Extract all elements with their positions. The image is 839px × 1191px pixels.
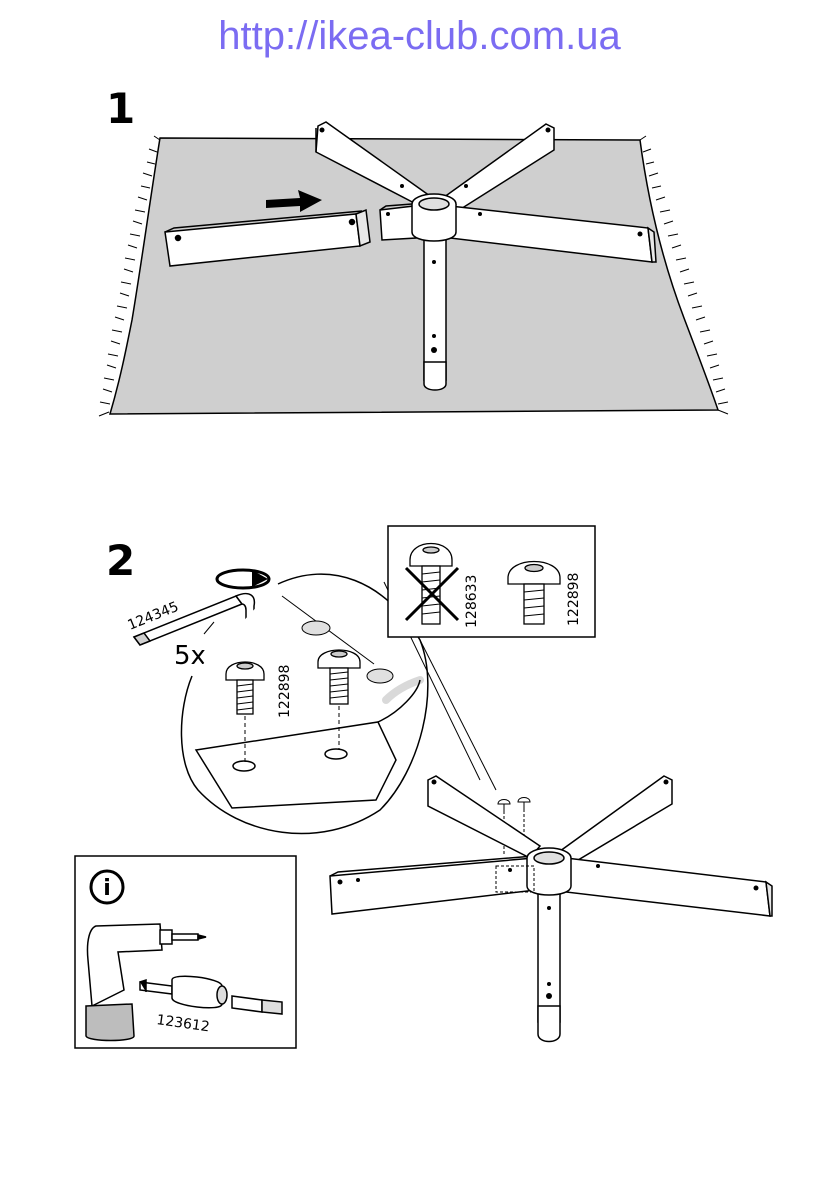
step1-illustration <box>99 122 728 416</box>
info-icon-glyph: i <box>103 876 111 901</box>
clockwise-rotation-icon <box>217 570 269 588</box>
correct-screw-part-number: 122898 <box>566 573 582 626</box>
tip-info-box: i 123612 <box>75 856 296 1048</box>
rug <box>110 138 718 414</box>
step2-illustration: 124345 5x <box>75 526 772 1048</box>
screw-comparison-box: 128633 122898 <box>388 526 595 637</box>
wrong-screw-part-number: 128633 <box>464 575 480 628</box>
screw-part-number: 122898 <box>277 665 293 718</box>
base-star-step2 <box>330 776 772 1042</box>
